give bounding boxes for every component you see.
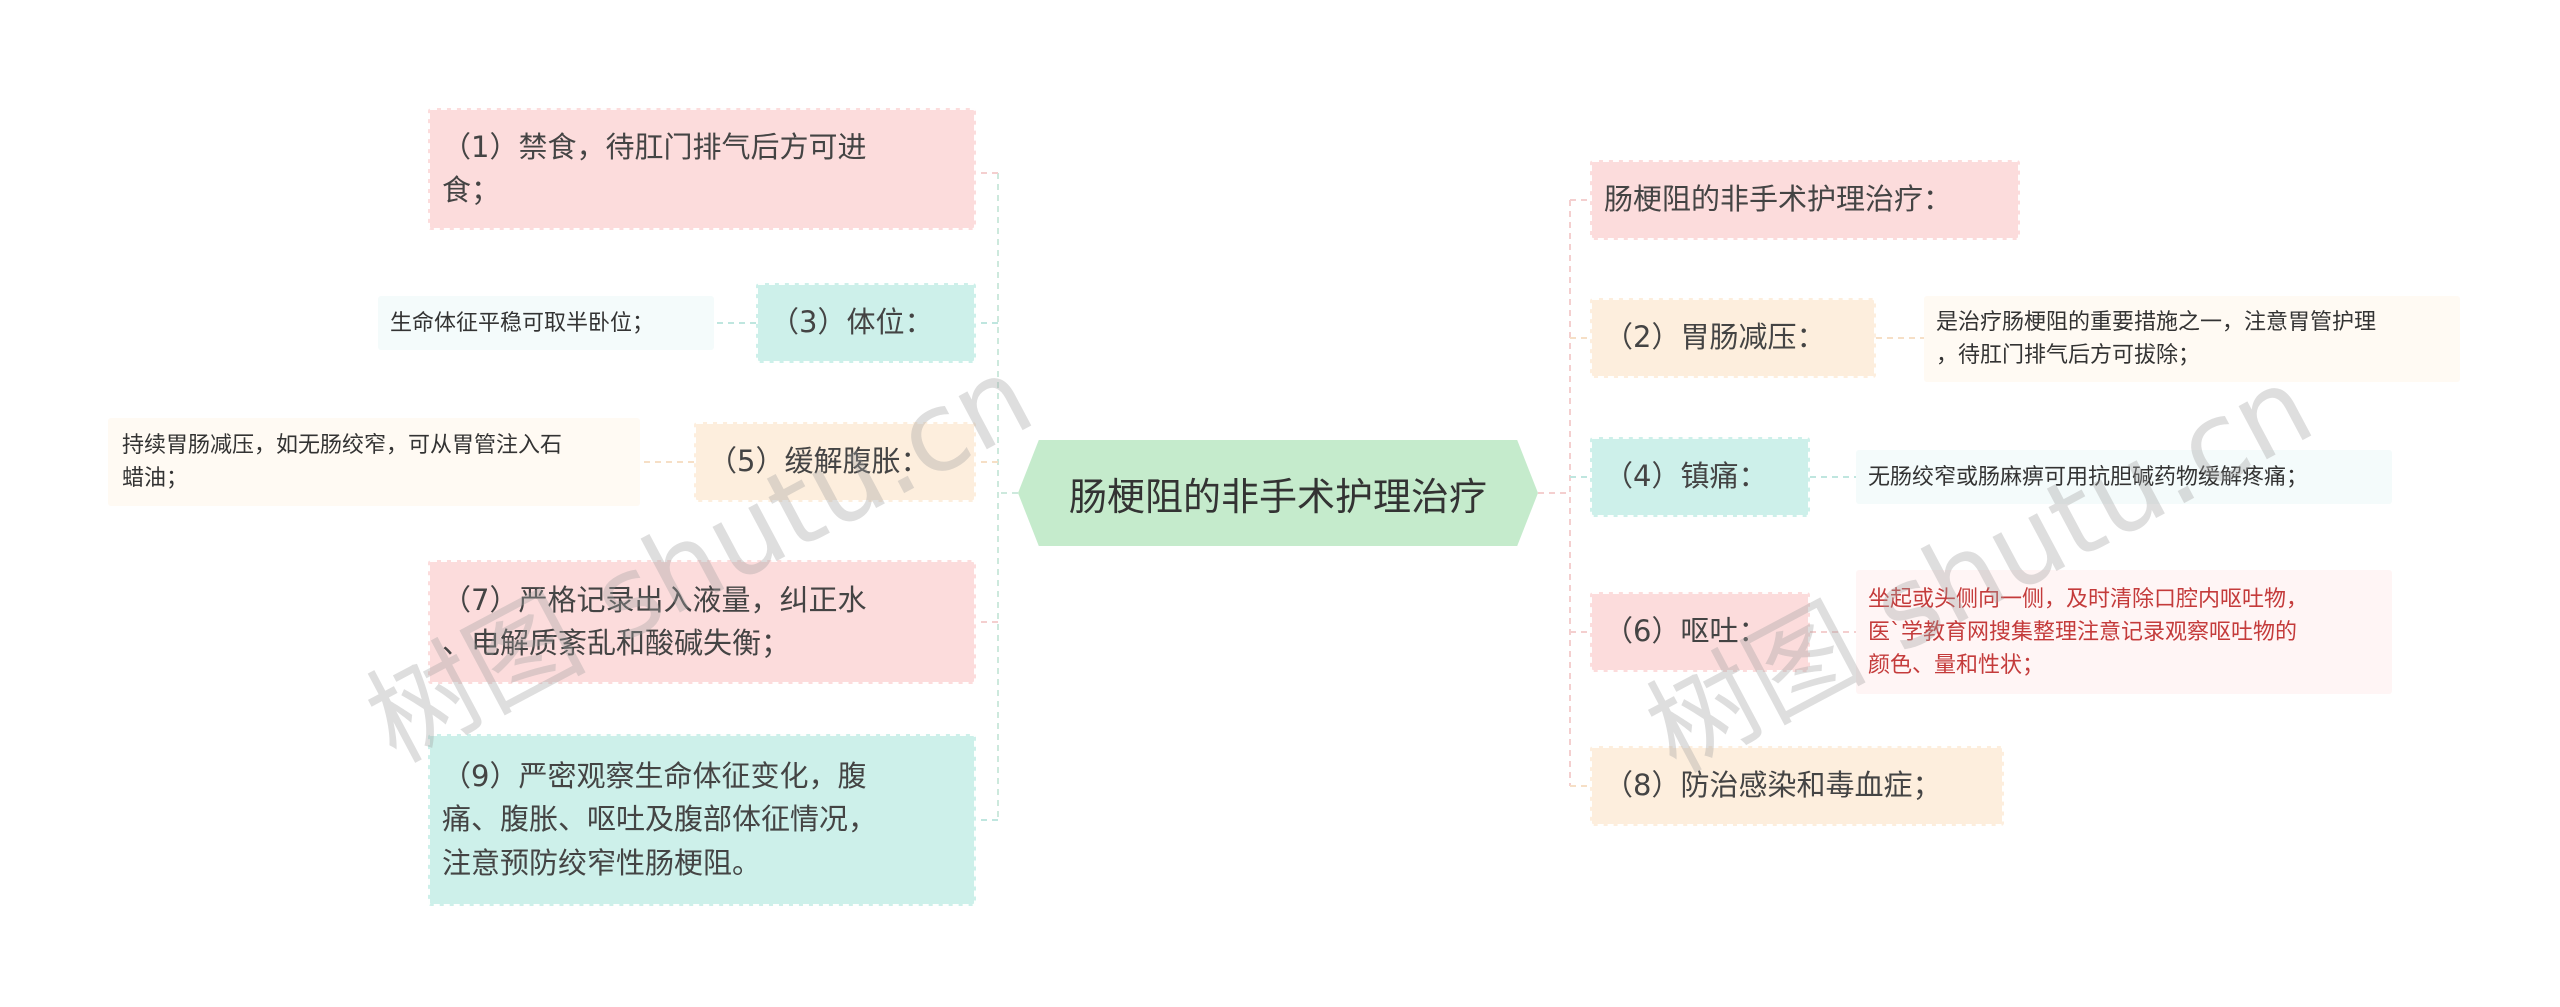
branch-label: （6）呕吐： <box>1604 614 1768 649</box>
branch-left-5[interactable]: （5）缓解腹胀： <box>694 422 976 502</box>
leaf-left-5[interactable]: 持续胃肠减压，如无肠绞窄，可从胃管注入石 蜡油； <box>108 418 640 506</box>
branch-left-7[interactable]: （7）严格记录出入液量，纠正水 、电解质紊乱和酸碱失衡； <box>428 560 976 684</box>
branch-left-3[interactable]: （3）体位： <box>756 283 976 363</box>
branch-label: （4）镇痛： <box>1604 459 1768 494</box>
branch-right-4[interactable]: （4）镇痛： <box>1590 437 1810 517</box>
leaf-label: 生命体征平稳可取半卧位； <box>390 310 655 336</box>
leaf-right-6[interactable]: 坐起或头侧向一侧，及时清除口腔内呕吐物， 医`学教育网搜集整理注意记录观察呕吐物… <box>1856 570 2392 694</box>
leaf-label: 坐起或头侧向一侧，及时清除口腔内呕吐物， 医`学教育网搜集整理注意记录观察呕吐物… <box>1868 586 2309 678</box>
center-topic-label: 肠梗阻的非手术护理治疗 <box>1068 474 1487 519</box>
branch-label: （8）防治感染和毒血症； <box>1604 768 1942 803</box>
branch-label: （2）胃肠减压： <box>1604 320 1826 355</box>
center-topic[interactable]: 肠梗阻的非手术护理治疗 <box>1018 440 1538 546</box>
branch-label: （9）严密观察生命体征变化，腹 痛、腹胀、呕吐及腹部体征情况， 注意预防绞窄性肠… <box>442 758 878 880</box>
branch-label: （1）禁食，待肛门排气后方可进 食； <box>442 129 867 208</box>
branch-label: （3）体位： <box>770 305 934 340</box>
branch-label: （5）缓解腹胀： <box>708 444 930 479</box>
branch-right-8[interactable]: （8）防治感染和毒血症； <box>1590 746 2004 826</box>
branch-right-2[interactable]: （2）胃肠减压： <box>1590 298 1876 378</box>
leaf-label: 是治疗肠梗阻的重要措施之一，注意胃管护理 ，待肛门排气后方可拔除； <box>1936 310 2377 368</box>
branch-left-9[interactable]: （9）严密观察生命体征变化，腹 痛、腹胀、呕吐及腹部体征情况， 注意预防绞窄性肠… <box>428 734 976 906</box>
leaf-label: 无肠绞窄或肠麻痹可用抗胆碱药物缓解疼痛； <box>1868 464 2309 490</box>
branch-label: 肠梗阻的非手术护理治疗： <box>1604 182 1953 217</box>
leaf-left-3[interactable]: 生命体征平稳可取半卧位； <box>378 296 714 350</box>
leaf-right-4[interactable]: 无肠绞窄或肠麻痹可用抗胆碱药物缓解疼痛； <box>1856 450 2392 504</box>
branch-left-1[interactable]: （1）禁食，待肛门排气后方可进 食； <box>428 108 976 230</box>
branch-label: （7）严格记录出入液量，纠正水 、电解质紊乱和酸碱失衡； <box>442 582 867 661</box>
branch-right-6[interactable]: （6）呕吐： <box>1590 592 1810 672</box>
branch-right-0[interactable]: 肠梗阻的非手术护理治疗： <box>1590 160 2020 240</box>
leaf-right-2[interactable]: 是治疗肠梗阻的重要措施之一，注意胃管护理 ，待肛门排气后方可拔除； <box>1924 296 2460 382</box>
leaf-label: 持续胃肠减压，如无肠绞窄，可从胃管注入石 蜡油； <box>122 433 563 491</box>
